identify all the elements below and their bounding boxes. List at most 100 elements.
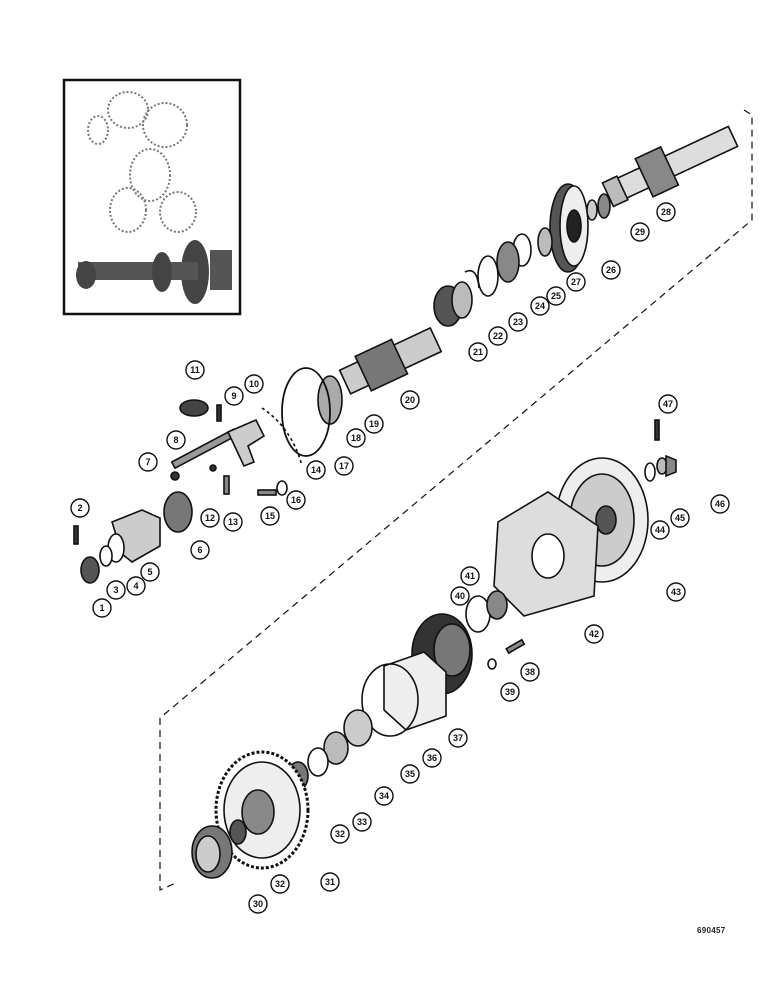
callout-5: 5 bbox=[140, 562, 160, 582]
callout-number: 13 bbox=[228, 517, 238, 527]
callout-number: 31 bbox=[325, 877, 335, 887]
callout-31: 31 bbox=[320, 872, 340, 892]
callout-number: 11 bbox=[190, 365, 200, 375]
callout-17: 17 bbox=[334, 456, 354, 476]
callout-number: 8 bbox=[173, 435, 178, 445]
callout-number: 23 bbox=[513, 317, 523, 327]
callout-43: 43 bbox=[666, 582, 686, 602]
callout-30: 30 bbox=[248, 894, 268, 914]
callout-6: 6 bbox=[190, 540, 210, 560]
callout-4: 4 bbox=[126, 576, 146, 596]
upper-shaft-assembly bbox=[73, 125, 739, 584]
callout-number: 20 bbox=[405, 395, 415, 405]
callout-number: 1 bbox=[99, 603, 104, 613]
callout-46: 46 bbox=[710, 494, 730, 514]
callout-number: 32 bbox=[335, 829, 345, 839]
callout-7: 7 bbox=[138, 452, 158, 472]
callout-9: 9 bbox=[224, 386, 244, 406]
callout-number: 10 bbox=[249, 379, 259, 389]
callout-35: 35 bbox=[400, 764, 420, 784]
callout-33: 33 bbox=[352, 812, 372, 832]
callout-38: 38 bbox=[520, 662, 540, 682]
callout-number: 40 bbox=[455, 591, 465, 601]
callout-26: 26 bbox=[601, 260, 621, 280]
callout-40: 40 bbox=[450, 586, 470, 606]
callout-number: 35 bbox=[405, 769, 415, 779]
callout-44: 44 bbox=[650, 520, 670, 540]
callout-number: 2 bbox=[77, 503, 82, 513]
callout-number: 39 bbox=[505, 687, 515, 697]
callout-37: 37 bbox=[448, 728, 468, 748]
callout-8: 8 bbox=[166, 430, 186, 450]
callout-number: 45 bbox=[675, 513, 685, 523]
callout-23: 23 bbox=[508, 312, 528, 332]
callout-number: 29 bbox=[635, 227, 645, 237]
callout-47: 47 bbox=[658, 394, 678, 414]
callout-number: 41 bbox=[465, 571, 475, 581]
callout-34: 34 bbox=[374, 786, 394, 806]
callout-32: 32 bbox=[330, 824, 350, 844]
callout-39: 39 bbox=[500, 682, 520, 702]
callout-28: 28 bbox=[656, 202, 676, 222]
callout-number: 37 bbox=[453, 733, 463, 743]
callout-2: 2 bbox=[70, 498, 90, 518]
lower-hub-assembly bbox=[191, 419, 677, 879]
callout-number: 4 bbox=[133, 581, 138, 591]
callout-number: 36 bbox=[427, 753, 437, 763]
callout-number: 17 bbox=[339, 461, 349, 471]
callout-number: 15 bbox=[265, 511, 275, 521]
callout-1: 1 bbox=[92, 598, 112, 618]
callout-number: 12 bbox=[205, 513, 215, 523]
callout-3: 3 bbox=[106, 580, 126, 600]
drawing-reference-number: 690457 bbox=[697, 926, 726, 935]
callout-45: 45 bbox=[670, 508, 690, 528]
callout-number: 19 bbox=[369, 419, 379, 429]
callout-number: 9 bbox=[231, 391, 236, 401]
callout-number: 24 bbox=[535, 301, 545, 311]
callout-number: 16 bbox=[291, 495, 301, 505]
callout-18: 18 bbox=[346, 428, 366, 448]
callout-number: 6 bbox=[197, 545, 202, 555]
callout-number: 14 bbox=[311, 465, 321, 475]
callout-27: 27 bbox=[566, 272, 586, 292]
callout-11: 11 bbox=[185, 360, 205, 380]
callout-number: 3 bbox=[113, 585, 118, 595]
callout-number: 5 bbox=[147, 567, 152, 577]
callout-number: 25 bbox=[551, 291, 561, 301]
callout-number: 33 bbox=[357, 817, 367, 827]
callout-number: 18 bbox=[351, 433, 361, 443]
callout-number: 42 bbox=[589, 629, 599, 639]
callout-number: 27 bbox=[571, 277, 581, 287]
callout-36: 36 bbox=[422, 748, 442, 768]
callout-20: 20 bbox=[400, 390, 420, 410]
callout-number: 34 bbox=[379, 791, 389, 801]
callout-41: 41 bbox=[460, 566, 480, 586]
inset-gear-cluster-illustration bbox=[62, 78, 242, 316]
callout-number: 21 bbox=[473, 347, 483, 357]
callout-19: 19 bbox=[364, 414, 384, 434]
callout-14: 14 bbox=[306, 460, 326, 480]
callout-number: 38 bbox=[525, 667, 535, 677]
callout-22: 22 bbox=[488, 326, 508, 346]
callout-number: 32 bbox=[275, 879, 285, 889]
callout-32: 32 bbox=[270, 874, 290, 894]
callout-24: 24 bbox=[530, 296, 550, 316]
callout-13: 13 bbox=[223, 512, 243, 532]
callout-12: 12 bbox=[200, 508, 220, 528]
callout-number: 22 bbox=[493, 331, 503, 341]
callout-number: 47 bbox=[663, 399, 673, 409]
callout-number: 28 bbox=[661, 207, 671, 217]
callout-number: 26 bbox=[606, 265, 616, 275]
callout-10: 10 bbox=[244, 374, 264, 394]
callout-number: 30 bbox=[253, 899, 263, 909]
callout-number: 44 bbox=[655, 525, 665, 535]
callout-21: 21 bbox=[468, 342, 488, 362]
callout-16: 16 bbox=[286, 490, 306, 510]
callout-number: 43 bbox=[671, 587, 681, 597]
callout-number: 46 bbox=[715, 499, 725, 509]
callout-15: 15 bbox=[260, 506, 280, 526]
callout-number: 7 bbox=[145, 457, 150, 467]
callout-42: 42 bbox=[584, 624, 604, 644]
